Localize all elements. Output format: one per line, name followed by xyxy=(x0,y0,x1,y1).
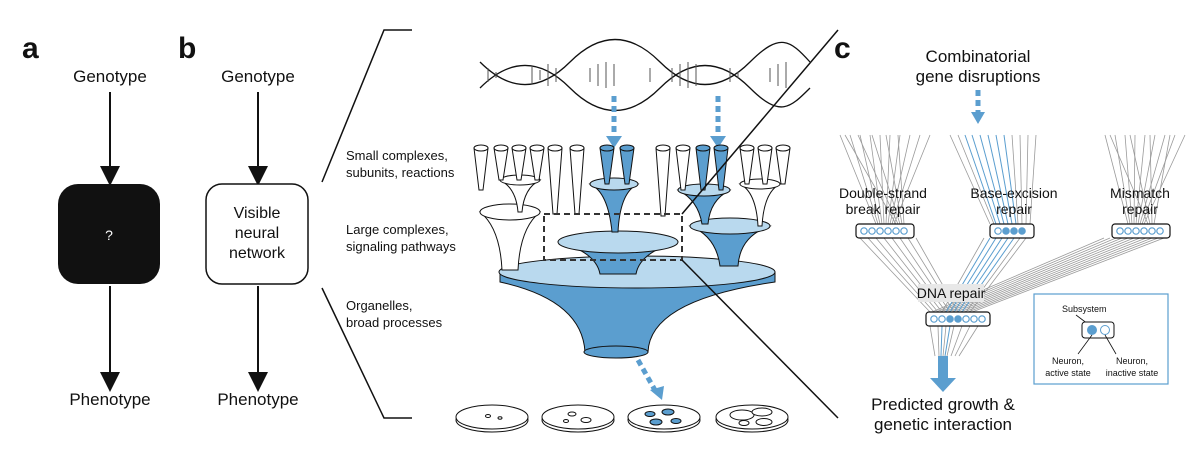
input-label-line1: Combinatorial xyxy=(926,47,1031,66)
legend-inactive-line2: inactive state xyxy=(1106,368,1159,378)
panel-a-letter: a xyxy=(22,32,39,65)
level1-label-line2: subunits, reactions xyxy=(346,165,455,180)
visible-neural-network-box xyxy=(205,183,309,285)
panel-b-phenotype-label: Phenotype xyxy=(217,390,298,409)
output-arrowhead xyxy=(930,378,956,392)
petri-dish-2 xyxy=(541,404,615,433)
legend-subsystem-label: Subsystem xyxy=(1062,304,1107,314)
zoom-line-top xyxy=(681,29,839,215)
level3-label-line2: broad processes xyxy=(346,315,443,330)
level1-label-line1: Small complexes, xyxy=(346,148,448,163)
sub2-label-line2: repair xyxy=(996,201,1032,217)
funnel-output-arrowhead xyxy=(650,386,664,400)
connection-lines xyxy=(839,134,1186,357)
petri-dish-1 xyxy=(455,404,529,433)
funnel-output-arrow xyxy=(635,358,659,394)
vnn-box-line3: network xyxy=(229,245,286,262)
panel-b: b Genotype Visible neural network Phenot… xyxy=(178,29,839,433)
output-arrow-shaft xyxy=(938,356,948,380)
subsystem-mismatch xyxy=(1111,223,1171,239)
black-box xyxy=(58,184,160,284)
output-label-line1: Predicted growth & xyxy=(871,395,1015,414)
subsystem-dna-repair xyxy=(925,311,991,327)
zoom-bracket-bottom xyxy=(321,287,412,419)
funnel-hierarchy xyxy=(473,144,791,359)
petri-dish-4 xyxy=(715,404,789,433)
panel-a: a Genotype ? Phenotype xyxy=(22,32,160,409)
vnn-box-line2: neural xyxy=(235,225,279,242)
legend-active-neuron xyxy=(1087,325,1097,335)
panel-a-genotype-label: Genotype xyxy=(73,67,147,86)
dna-helix-icon xyxy=(479,39,811,111)
output-label-line2: genetic interaction xyxy=(874,415,1012,434)
sub1-label-line1: Double-strand xyxy=(839,185,927,201)
sub3-label-line1: Mismatch xyxy=(1110,185,1170,201)
legend-active-line1: Neuron, xyxy=(1052,356,1084,366)
sub1-label-line2: break repair xyxy=(846,201,921,217)
dashed-highlight-box xyxy=(543,213,683,261)
zoom-line-bottom xyxy=(681,259,839,419)
legend-box xyxy=(1033,293,1169,385)
panel-c-letter: c xyxy=(834,32,851,65)
legend-inactive-neuron xyxy=(1100,325,1110,335)
dna-arrowhead-left xyxy=(606,136,622,148)
panel-b-genotype-label: Genotype xyxy=(221,67,295,86)
subsystem-double-strand xyxy=(855,223,915,239)
input-label-line2: gene disruptions xyxy=(916,67,1041,86)
legend-inactive-line1: Neuron, xyxy=(1116,356,1148,366)
zoom-bracket-top xyxy=(321,29,412,183)
black-box-label: ? xyxy=(105,227,113,243)
petri-dish-3 xyxy=(627,404,701,433)
sub3-label-line2: repair xyxy=(1122,201,1158,217)
dna-arrowhead-right xyxy=(710,136,726,148)
sub2-label-line1: Base-excision xyxy=(970,185,1057,201)
panel-b-letter: b xyxy=(178,32,196,65)
level3-label-line1: Organelles, xyxy=(346,298,412,313)
level2-label-line2: signaling pathways xyxy=(346,239,456,254)
legend-active-pointer xyxy=(1077,334,1093,355)
root-label-bg xyxy=(918,284,984,302)
active-connection-lines xyxy=(940,134,1017,357)
legend-inactive-pointer xyxy=(1104,334,1117,355)
level2-label-line1: Large complexes, xyxy=(346,222,449,237)
root-label: DNA repair xyxy=(917,285,986,301)
vnn-box-line1: Visible xyxy=(234,205,281,222)
subsystem-base-excision xyxy=(989,223,1035,239)
panel-c: c Combinatorial gene disruptions xyxy=(834,32,1186,434)
legend: Subsystem Neuron, active state Neuron, i… xyxy=(1033,293,1169,385)
legend-active-line2: active state xyxy=(1045,368,1091,378)
panel-a-phenotype-label: Phenotype xyxy=(69,390,150,409)
input-arrowhead xyxy=(971,112,985,124)
petri-dishes xyxy=(455,404,789,433)
